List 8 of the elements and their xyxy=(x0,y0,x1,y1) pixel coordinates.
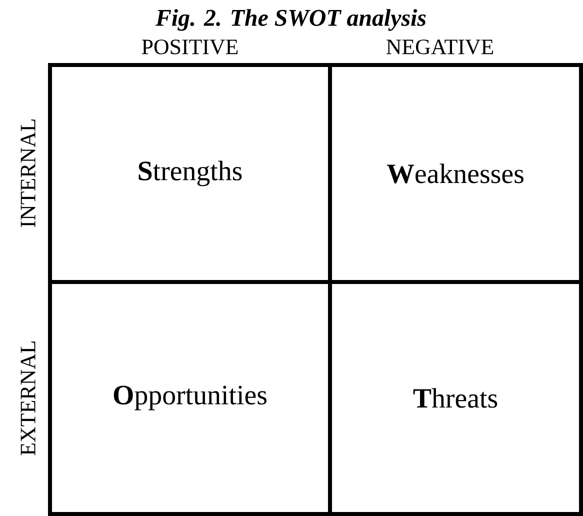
column-header: NEGATIVE xyxy=(386,40,494,54)
quadrant-cell: Strengths xyxy=(48,62,332,284)
quadrant-cell: Weaknesses xyxy=(328,62,583,284)
quadrant-cell: Opportunities xyxy=(48,280,332,516)
row-header: EXTERNAL xyxy=(20,341,36,456)
figure-title: Fig. 2. The SWOT analysis xyxy=(155,9,426,31)
row-header: INTERNAL xyxy=(20,120,36,227)
quadrant-cell: Threats xyxy=(328,280,583,516)
